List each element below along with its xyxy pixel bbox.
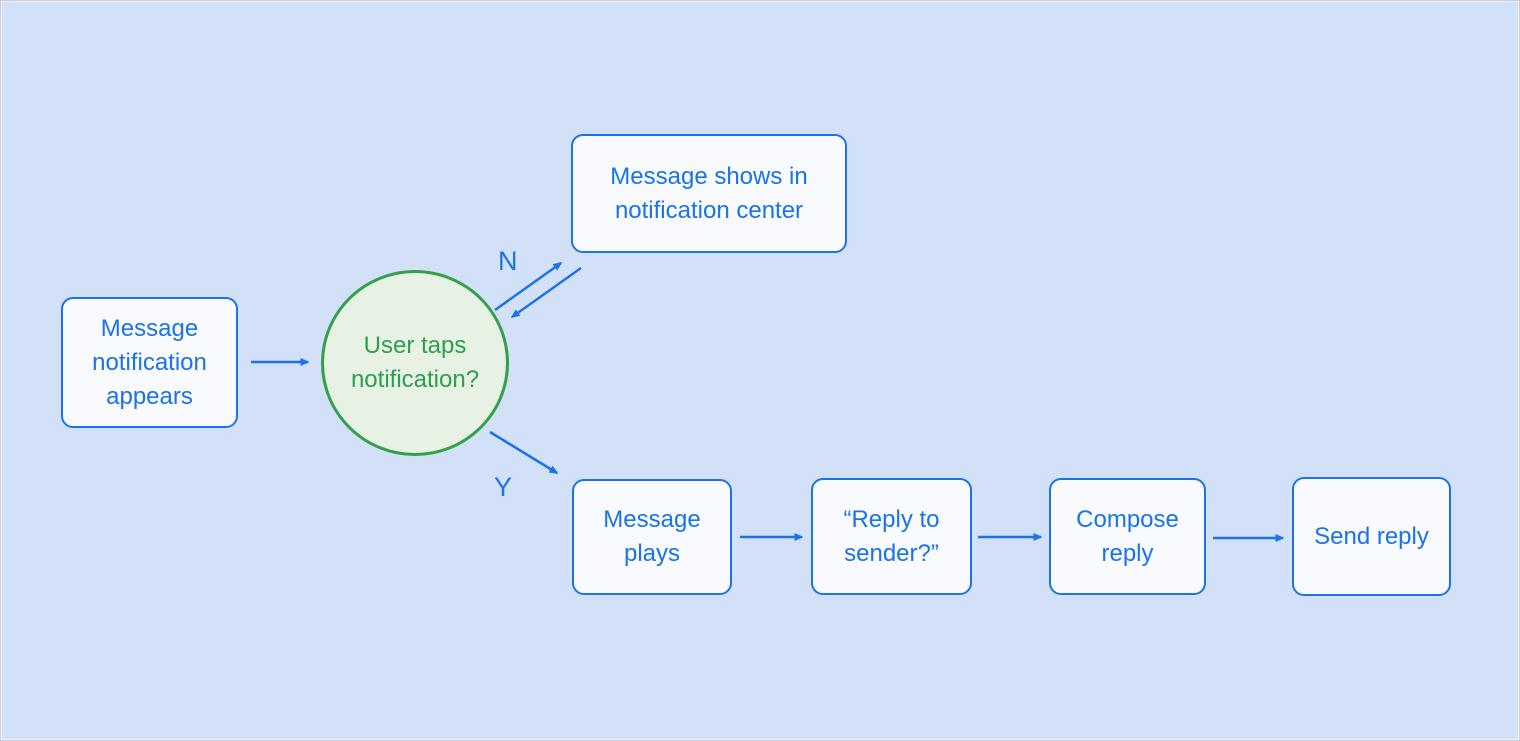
node-label: Message shows in notification center — [610, 162, 808, 224]
node-message-plays: Message plays — [572, 479, 732, 595]
node-label: User taps notification? — [350, 332, 480, 393]
node-compose-reply: Compose reply — [1049, 478, 1206, 595]
node-label: Message plays — [603, 506, 701, 567]
edge-decision-to-plays — [489, 430, 559, 475]
node-message-notification-appears: Message notification appears — [61, 297, 238, 428]
node-send-reply: Send reply — [1292, 477, 1451, 596]
node-label: “Reply to sender?” — [843, 505, 940, 567]
node-user-taps-notification-decision: User taps notification? — [321, 270, 509, 456]
edge-label-no: N — [498, 246, 518, 276]
edge-label-yes: Y — [494, 472, 513, 502]
node-reply-to-sender-question: “Reply to sender?” — [811, 478, 972, 595]
node-message-shows-in-notification-center: Message shows in notification center — [571, 134, 847, 253]
edge-center-to-decision — [510, 266, 582, 319]
node-label: Compose reply — [1076, 505, 1179, 567]
node-label: Message notification appears — [92, 314, 207, 410]
node-label: Send reply — [1314, 522, 1429, 550]
